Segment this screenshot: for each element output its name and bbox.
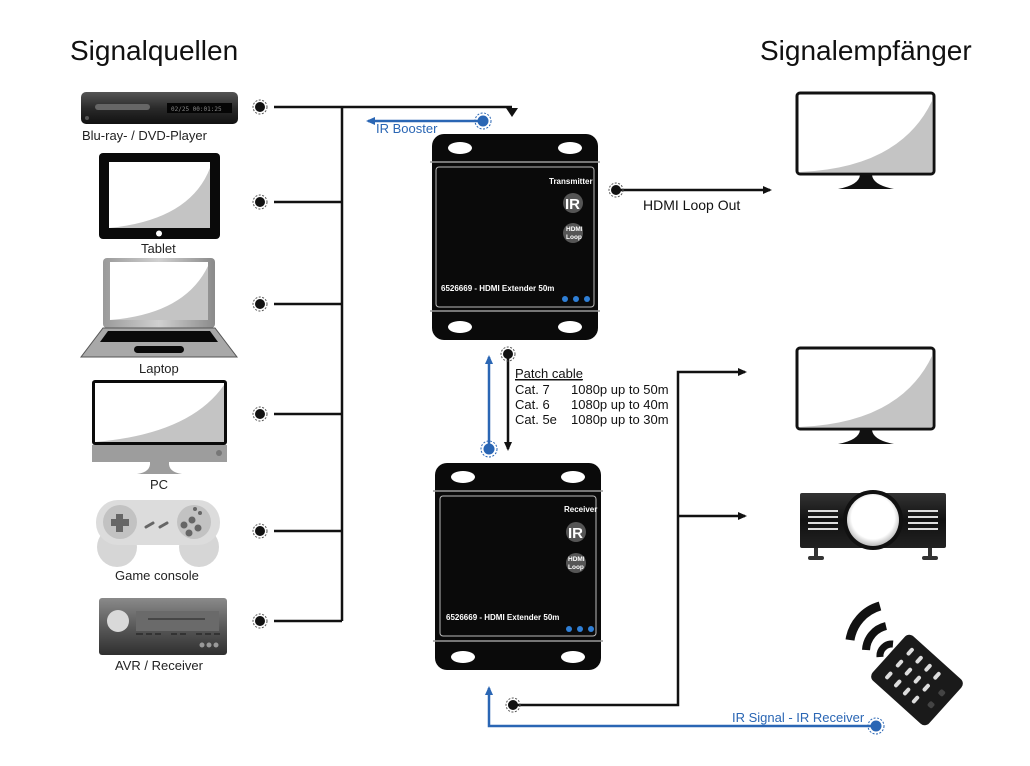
ir-booster-label: IR Booster [376,121,438,136]
port-dot [252,296,268,312]
hdmi-loop-out-label: HDMI Loop Out [643,197,740,213]
port-dot [252,99,268,115]
monitor-icon [795,346,936,444]
patch-cable-arrows [480,346,516,458]
source-label-laptop: Laptop [139,361,179,376]
receiver-model-label: 6526669 - HDMI Extender 50m [446,613,559,622]
projector-icon [800,490,946,560]
ir-signal-path [485,686,885,735]
transmitter-ir-label: IR [565,196,580,213]
gamepad-icon [96,500,220,567]
patch-cat: Cat. 5e [515,412,557,427]
receivers-heading: Signalempfänger [760,35,972,66]
port-dot [252,523,268,539]
hdmi-loop-out-arrow [608,182,772,198]
transmitter-hdmi-loop-line2: Loop [566,234,582,241]
bluray-player-icon: 02/25 00:01:25 [81,92,238,124]
ir-booster-arrow [366,112,492,130]
ir-signal-label: IR Signal - IR Receiver [732,710,865,725]
source-label-avr: AVR / Receiver [115,658,204,673]
receiver-ir-label: IR [568,525,583,542]
receiver-hdmi-loop-line2: Loop [568,564,584,571]
remote-control-icon [845,601,963,726]
patch-spec: 1080p up to 40m [571,397,669,412]
transmitter-unit [430,134,600,340]
receiver-output-lines [515,368,747,707]
monitor-icon [795,91,936,189]
source-ports [252,99,268,629]
desktop-pc-icon [92,380,227,474]
port-dot [252,613,268,629]
source-label-pc: PC [150,477,168,492]
laptop-icon [79,258,239,358]
source-label-tablet: Tablet [141,241,176,256]
port-dot [505,697,521,713]
port-dot [252,194,268,210]
source-label-bluray: Blu-ray- / DVD-Player [82,128,208,143]
tablet-icon [99,153,220,239]
patch-cable-table: Cat. 7 1080p up to 50m Cat. 6 1080p up t… [515,382,669,427]
source-bus [274,105,518,623]
receiver-unit [433,463,603,670]
receiver-hdmi-loop-line1: HDMI [568,556,585,563]
port-dot [252,406,268,422]
bluray-display: 02/25 00:01:25 [171,106,222,113]
patch-cable-title: Patch cable [515,366,583,381]
transmitter-model-label: 6526669 - HDMI Extender 50m [441,284,554,293]
receiver-role-label: Receiver [564,505,597,514]
patch-spec: 1080p up to 50m [571,382,669,397]
transmitter-hdmi-loop-line1: HDMI [566,226,583,233]
source-label-game-console: Game console [115,568,199,583]
sources-heading: Signalquellen [70,35,238,66]
transmitter-role-label: Transmitter [549,177,593,186]
patch-cat: Cat. 6 [515,397,550,412]
av-receiver-icon [99,598,227,655]
patch-spec: 1080p up to 30m [571,412,669,427]
patch-cat: Cat. 7 [515,382,550,397]
